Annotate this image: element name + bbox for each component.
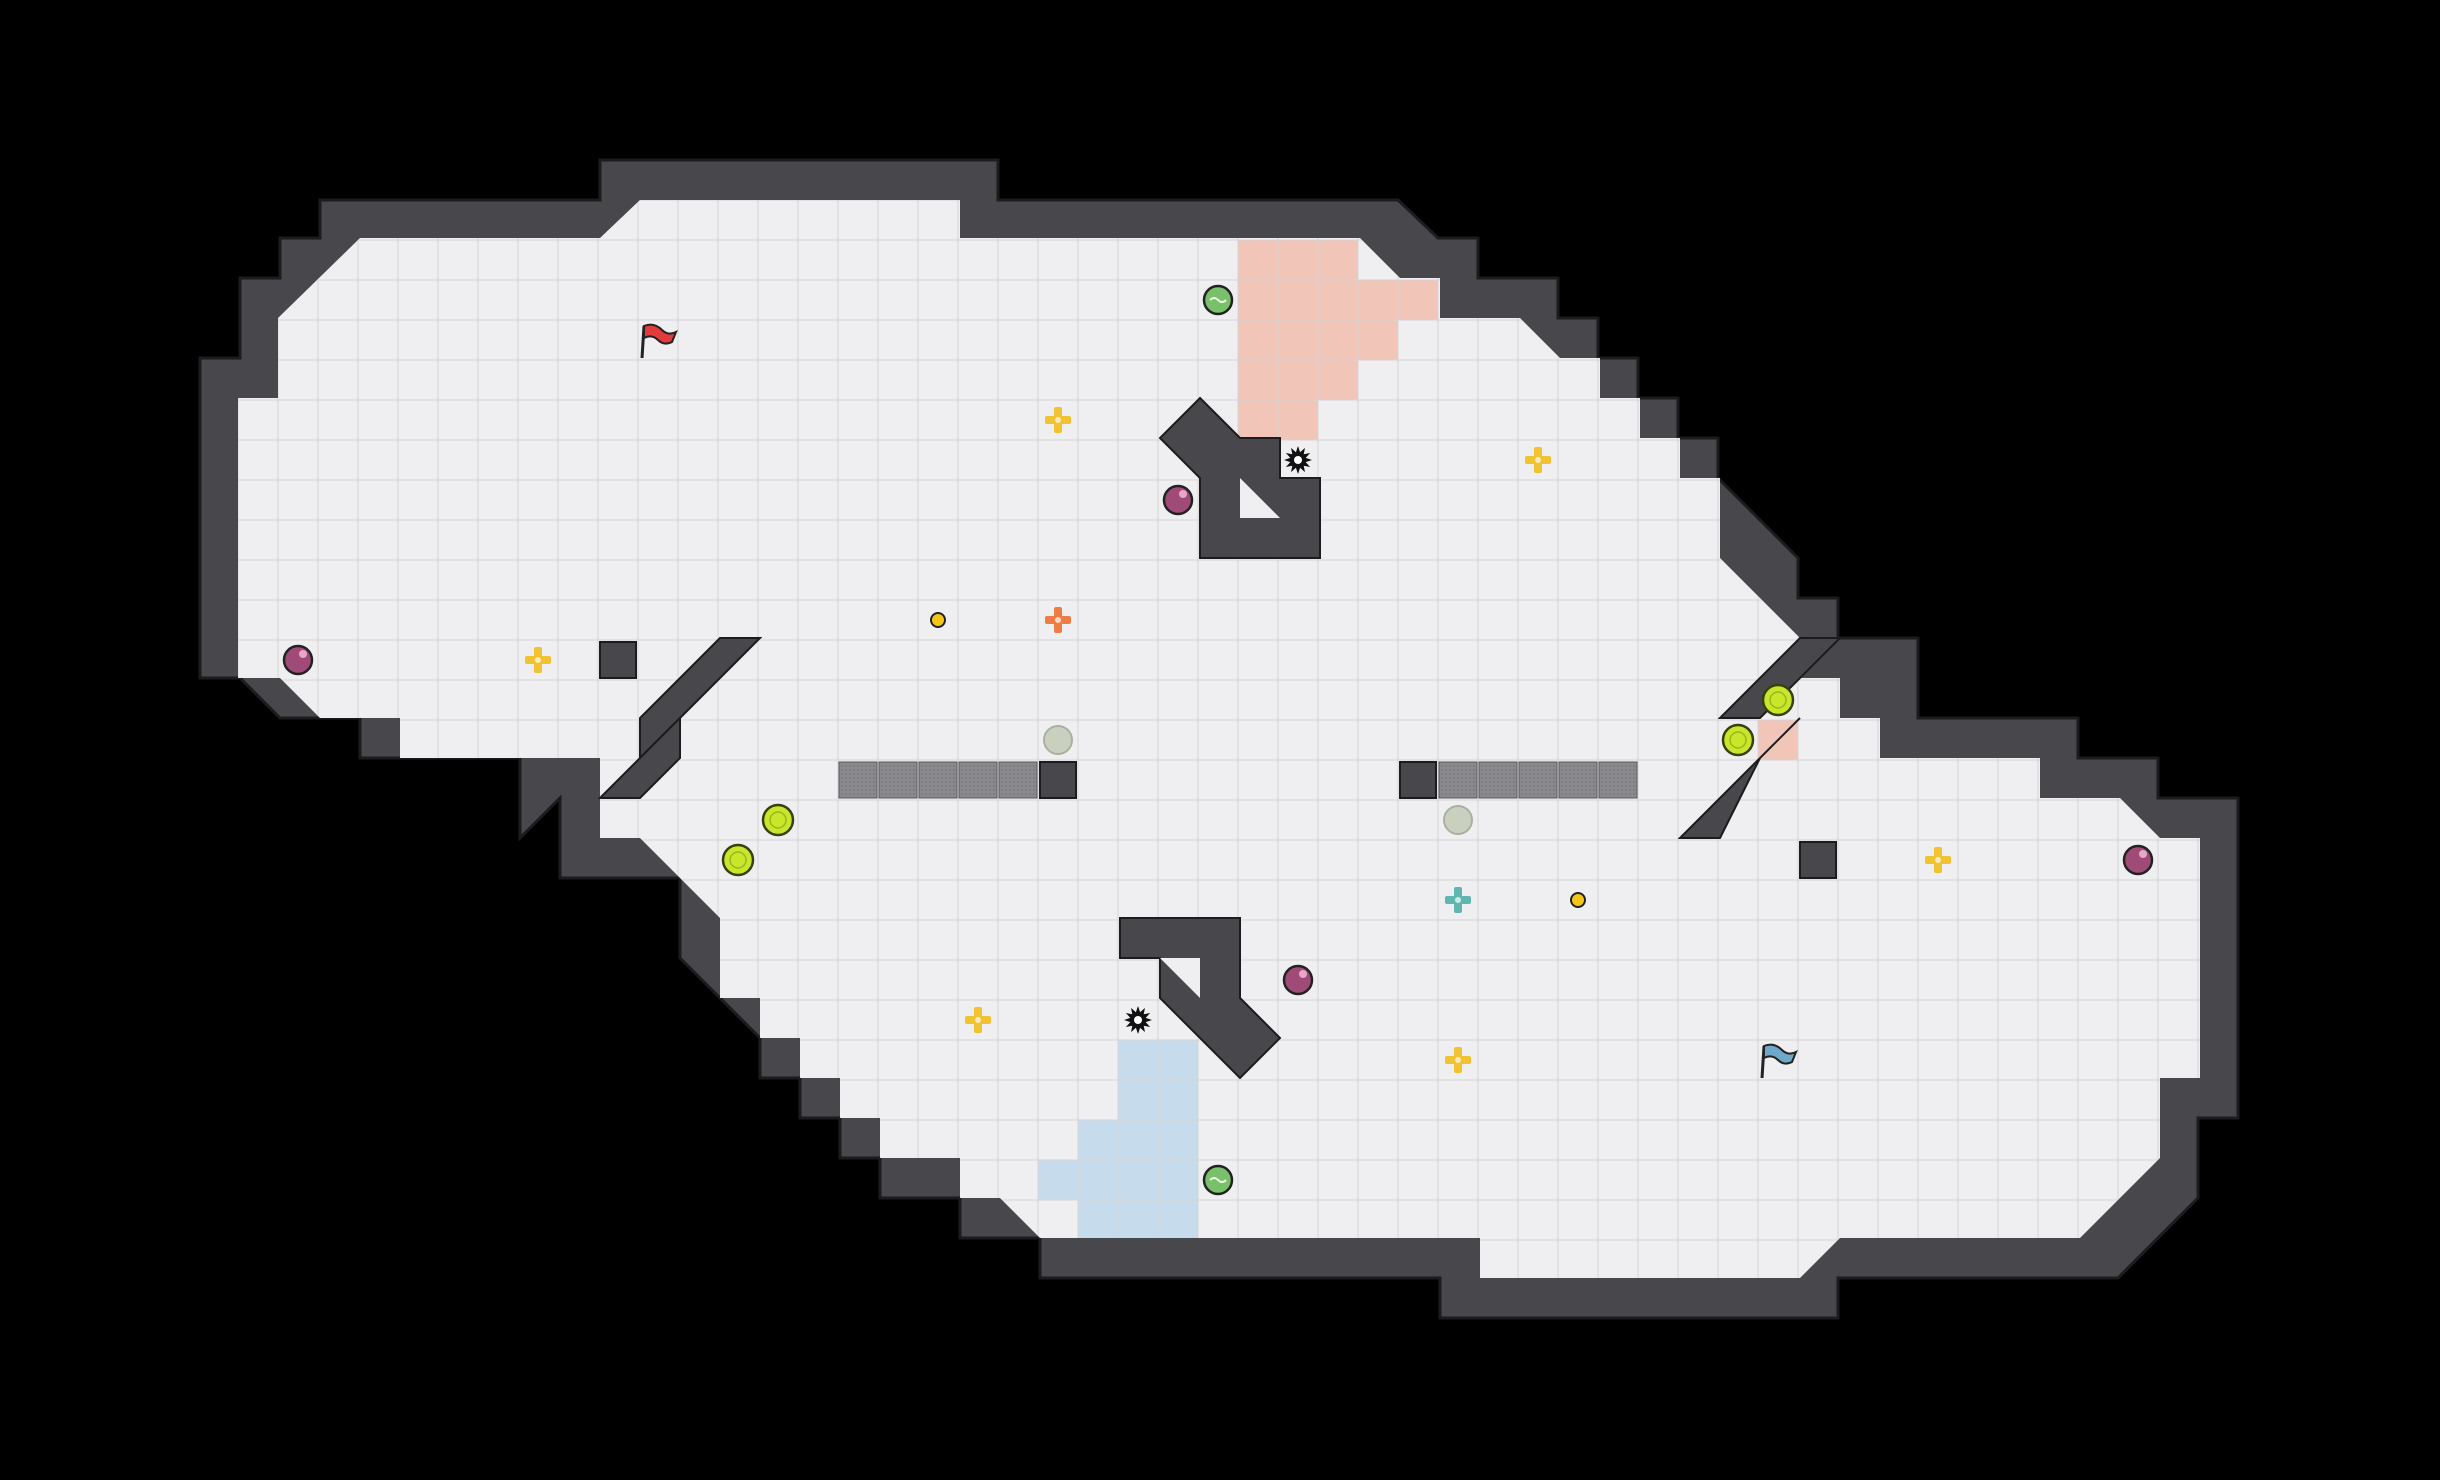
speed-boost-icon[interactable] xyxy=(1761,683,1795,717)
blue-zone-tile xyxy=(1158,1040,1198,1080)
red-zone-tile xyxy=(1398,280,1438,320)
bomb-icon[interactable] xyxy=(1162,484,1194,516)
coin-icon[interactable] xyxy=(1570,892,1586,908)
inactive-boost-icon xyxy=(1043,725,1073,755)
blue-zone-tile xyxy=(1158,1080,1198,1120)
gate-tile[interactable] xyxy=(958,761,998,799)
blue-zone-tile xyxy=(1158,1160,1198,1200)
gate-tile[interactable] xyxy=(1598,761,1638,799)
blue-zone-tile xyxy=(1078,1160,1118,1200)
red-zone-tile xyxy=(1318,240,1358,280)
gate-tile[interactable] xyxy=(1438,761,1478,799)
blue-zone-tile xyxy=(1118,1160,1158,1200)
gate-tile[interactable] xyxy=(1478,761,1518,799)
portal-icon[interactable] xyxy=(1202,1164,1234,1196)
red-flag-icon[interactable] xyxy=(640,323,678,359)
red-zone-tile xyxy=(1318,280,1358,320)
wall-block xyxy=(1039,761,1077,799)
blue-zone-tile xyxy=(1158,1200,1198,1240)
gate-tile[interactable] xyxy=(1558,761,1598,799)
blue-zone-tile xyxy=(1118,1080,1158,1120)
red-zone-tile xyxy=(1318,360,1358,400)
powerup-orange-icon[interactable] xyxy=(1045,607,1071,633)
red-zone-tile xyxy=(1238,400,1278,440)
diagonal-wall xyxy=(597,715,681,799)
powerup-yellow-icon[interactable] xyxy=(1525,447,1551,473)
blue-zone-tile xyxy=(1118,1120,1158,1160)
wall-block xyxy=(1399,761,1437,799)
inner-wall-gap xyxy=(1240,478,1280,518)
diagonal-wall xyxy=(1717,637,1843,719)
wall-block xyxy=(1799,841,1837,879)
diagonal-wall xyxy=(1677,717,1801,839)
blue-zone-tile xyxy=(1078,1200,1118,1240)
powerup-yellow-icon[interactable] xyxy=(1045,407,1071,433)
gate-tile[interactable] xyxy=(1518,761,1558,799)
powerup-teal-icon[interactable] xyxy=(1445,887,1471,913)
bomb-icon[interactable] xyxy=(2122,844,2154,876)
red-zone-tile xyxy=(1318,320,1358,360)
coin-icon[interactable] xyxy=(930,612,946,628)
red-zone-tile xyxy=(1278,360,1318,400)
red-zone-tile xyxy=(1238,320,1278,360)
blue-zone-tile xyxy=(1038,1160,1078,1200)
inner-wall-gap xyxy=(1160,958,1200,998)
red-zone-tile xyxy=(1278,320,1318,360)
bomb-icon[interactable] xyxy=(1282,964,1314,996)
red-zone-tile xyxy=(1358,320,1398,360)
blue-zone-tile xyxy=(1118,1200,1158,1240)
red-zone-tile xyxy=(1278,280,1318,320)
red-zone-tile xyxy=(1238,280,1278,320)
powerup-yellow-icon[interactable] xyxy=(965,1007,991,1033)
powerup-yellow-icon[interactable] xyxy=(1445,1047,1471,1073)
obstacles xyxy=(597,396,1843,1080)
gate-tile[interactable] xyxy=(838,761,878,799)
gate-tile[interactable] xyxy=(998,761,1038,799)
red-zone-tile xyxy=(1238,360,1278,400)
blue-zone-tile xyxy=(1078,1120,1118,1160)
gate-tile[interactable] xyxy=(918,761,958,799)
wall-block xyxy=(599,641,637,679)
speed-boost-icon[interactable] xyxy=(761,803,795,837)
portal-icon[interactable] xyxy=(1202,284,1234,316)
floor-area xyxy=(238,200,2200,1278)
red-zone-tile xyxy=(1278,400,1318,440)
speed-boost-icon[interactable] xyxy=(721,843,755,877)
powerup-yellow-icon[interactable] xyxy=(1925,847,1951,873)
spike-mine-icon[interactable] xyxy=(1284,446,1312,474)
blue-flag-icon[interactable] xyxy=(1760,1043,1798,1079)
gate-tile[interactable] xyxy=(878,761,918,799)
powerup-yellow-icon[interactable] xyxy=(525,647,551,673)
items[interactable] xyxy=(282,284,2154,1196)
blue-zone-tile xyxy=(1158,1120,1198,1160)
blue-zone-tile xyxy=(1118,1040,1158,1080)
inactive-boost-icon xyxy=(1443,805,1473,835)
red-zone-tile xyxy=(1278,240,1318,280)
floor xyxy=(238,200,2200,1278)
red-zone-tile xyxy=(1238,240,1278,280)
red-zone-tile xyxy=(1358,280,1398,320)
bomb-icon[interactable] xyxy=(282,644,314,676)
speed-boost-icon[interactable] xyxy=(1721,723,1755,757)
spike-mine-icon[interactable] xyxy=(1124,1006,1152,1034)
